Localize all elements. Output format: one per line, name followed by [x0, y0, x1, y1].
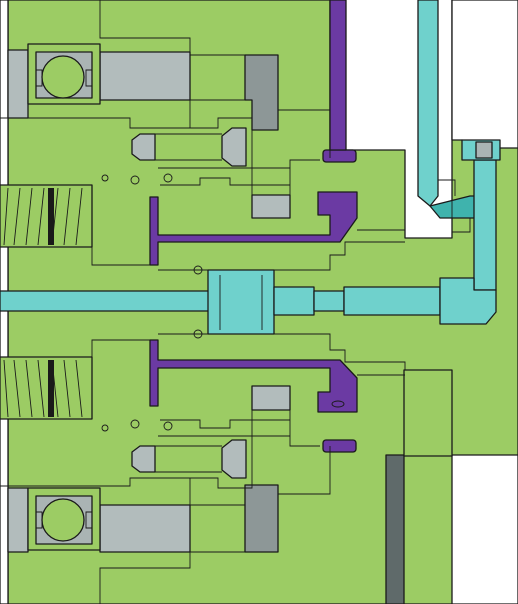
- lower-spring-divider: [48, 360, 54, 417]
- lower-bore-cavity: [7, 487, 29, 553]
- fitting-cap: [475, 141, 493, 159]
- upper-port-a: [101, 174, 109, 182]
- lower-spring-coils: [3, 359, 83, 418]
- lower-port-c: [163, 421, 173, 431]
- lower-oring: [193, 329, 203, 339]
- bore-left-tube: [0, 290, 211, 312]
- housing-outline-lines: [0, 0, 471, 604]
- lower-inner-gap: [251, 385, 291, 411]
- upper-vertical-rod: [329, 0, 347, 151]
- lower-seal-l-profile: [149, 339, 358, 413]
- upper-bore-cavity: [7, 49, 29, 119]
- coolant-channel-upper: [417, 0, 439, 207]
- upper-spring-body: [0, 184, 93, 248]
- upper-spring-pack: [0, 184, 93, 248]
- bore-right-tube: [343, 286, 441, 316]
- center-step-lines: [91, 149, 406, 419]
- upper-bearing: [27, 43, 101, 105]
- bore-coupling-grooves: [219, 275, 263, 330]
- lower-spring-body: [0, 356, 93, 420]
- lower-bearing-seal-right: [85, 511, 92, 529]
- lower-bearing: [27, 487, 101, 551]
- fitting-detail-lines: [405, 140, 471, 239]
- upper-sleeve: [99, 51, 191, 101]
- lower-step-lines: [0, 410, 331, 604]
- upper-fastener: [131, 127, 247, 167]
- upper-fastener-head: [131, 133, 156, 161]
- upper-fastener-shank: [155, 133, 222, 161]
- drain-rod-housing: [403, 369, 453, 457]
- bore-narrow: [313, 290, 345, 312]
- upper-fastener-nut: [221, 127, 247, 167]
- lower-fastener-head: [131, 445, 156, 473]
- upper-port-b: [130, 175, 140, 185]
- lower-seal-key: [322, 439, 357, 453]
- upper-spring-coils: [3, 187, 83, 246]
- drain-rod: [385, 454, 405, 604]
- lower-seal-ring: [149, 339, 358, 453]
- vertical-drain-rod: [385, 369, 453, 604]
- lower-port-b: [130, 419, 140, 429]
- lower-fastener: [131, 439, 247, 479]
- upper-port-c: [163, 173, 173, 183]
- upper-seal-ring: [149, 0, 358, 266]
- lower-bearing-ball: [41, 498, 85, 542]
- coolant-channel-riser: [473, 159, 497, 291]
- lower-bore: [7, 385, 291, 553]
- lower-spring-pack: [0, 356, 93, 420]
- lower-fastener-nut: [221, 439, 247, 479]
- lower-sleeve: [99, 504, 191, 553]
- lower-bearing-seal-left: [36, 511, 43, 529]
- bore-outlet-elbow: [439, 277, 497, 325]
- housing-right-notch: [451, 0, 518, 149]
- lower-fastener-shank: [155, 445, 222, 473]
- bore-mid-section: [273, 286, 315, 316]
- vertical-coolant-channel: [417, 0, 501, 291]
- lower-step-cavity: [244, 484, 279, 553]
- upper-bearing-ball: [41, 55, 85, 99]
- upper-spring-divider: [48, 188, 54, 245]
- upper-inner-gap: [251, 194, 291, 219]
- upper-seal-l-profile: [149, 191, 358, 266]
- lower-seal-port: [331, 400, 345, 408]
- bore-coupling: [207, 269, 275, 335]
- lower-port-a: [101, 424, 109, 432]
- upper-seal-key: [322, 149, 357, 163]
- upper-bearing-seal-right: [85, 69, 92, 87]
- ports: [101, 173, 203, 432]
- upper-oring: [193, 265, 203, 275]
- housing-right-lower-cut: [451, 454, 518, 604]
- upper-bearing-seal-left: [36, 69, 43, 87]
- central-coolant-bore: [0, 269, 497, 335]
- upper-step-lines: [0, 0, 331, 195]
